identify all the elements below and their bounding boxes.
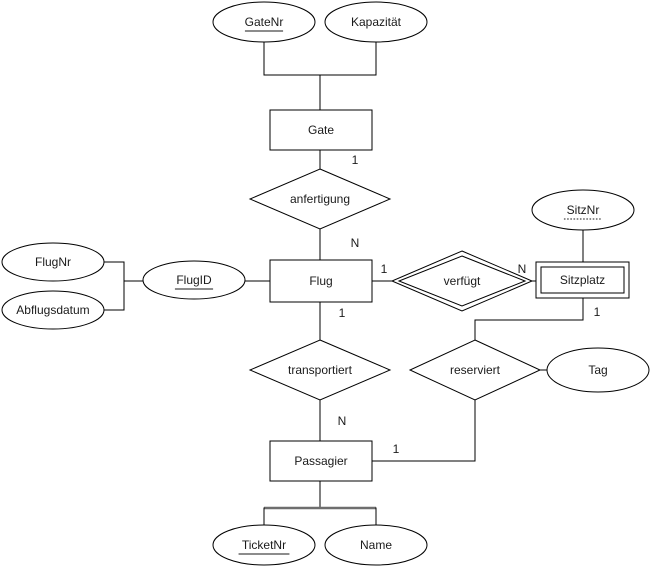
relationship-anfertigung-label: anfertigung: [290, 192, 350, 206]
attribute-name-label: Name: [360, 538, 392, 552]
relationship-reserviert[interactable]: reserviert: [408, 339, 542, 401]
attribute-flugnr[interactable]: FlugNr: [1, 242, 105, 282]
attribute-flugid[interactable]: FlugID: [142, 260, 246, 300]
relationship-reserviert-label: reserviert: [450, 363, 501, 377]
attribute-tag[interactable]: Tag: [546, 347, 650, 393]
entity-sitzplatz[interactable]: Sitzplatz: [535, 261, 630, 299]
attribute-kapazitaet[interactable]: Kapazität: [324, 1, 428, 43]
attribute-flugid-label: FlugID: [176, 273, 212, 287]
card-gate-anfertigung: 1: [352, 153, 359, 167]
attribute-flugnr-label: FlugNr: [35, 255, 71, 269]
card-sitzplatz-reserviert: 1: [594, 305, 601, 319]
edge-reserviert-to-passagier[interactable]: [371, 399, 476, 462]
relationship-verfuegt[interactable]: verfügt: [390, 250, 534, 312]
card-verfuegt-sitzplatz: N: [518, 262, 527, 276]
relationship-verfuegt-label: verfügt: [444, 274, 481, 288]
relationship-transportiert[interactable]: transportiert: [248, 339, 392, 401]
attribute-kapazitaet-label: Kapazität: [351, 15, 402, 29]
attribute-name[interactable]: Name: [324, 524, 428, 566]
attribute-ticketnr-label: TicketNr: [242, 538, 286, 552]
entity-passagier[interactable]: Passagier: [269, 440, 373, 482]
entity-gate[interactable]: Gate: [269, 109, 373, 151]
card-transportiert-pass: N: [338, 414, 347, 428]
relationship-anfertigung[interactable]: anfertigung: [248, 168, 392, 230]
entity-flug[interactable]: Flug: [269, 259, 373, 303]
entity-gate-label: Gate: [308, 123, 334, 137]
attribute-gatenr-label: GateNr: [245, 15, 284, 29]
relationship-transportiert-label: transportiert: [288, 363, 353, 377]
entity-sitzplatz-label: Sitzplatz: [560, 273, 605, 287]
attribute-sitznr[interactable]: SitzNr: [531, 189, 635, 231]
entity-flug-label: Flug: [309, 274, 332, 288]
entity-passagier-label: Passagier: [294, 454, 347, 468]
attribute-sitznr-label: SitzNr: [567, 203, 600, 217]
card-pass-reserviert: 1: [393, 442, 400, 456]
attribute-abflugsdatum-label: Abflugsdatum: [16, 303, 89, 317]
attribute-ticketnr[interactable]: TicketNr: [212, 524, 316, 566]
edge-layer: [103, 41, 584, 526]
card-flug-transportiert: 1: [339, 306, 346, 320]
card-flug-verfuegt: 1: [381, 262, 388, 276]
edge-sitzplatz-to-reserviert[interactable]: [474, 297, 584, 341]
edge-flugnr-to-flug-attr-bus[interactable]: [103, 261, 125, 311]
edge-gatenr-to-gate-bus[interactable]: [263, 41, 377, 76]
card-anfertigung-flug: N: [351, 236, 360, 250]
attribute-tag-label: Tag: [588, 363, 607, 377]
attribute-abflugsdatum[interactable]: Abflugsdatum: [1, 290, 105, 330]
attribute-gatenr[interactable]: GateNr: [212, 1, 316, 43]
